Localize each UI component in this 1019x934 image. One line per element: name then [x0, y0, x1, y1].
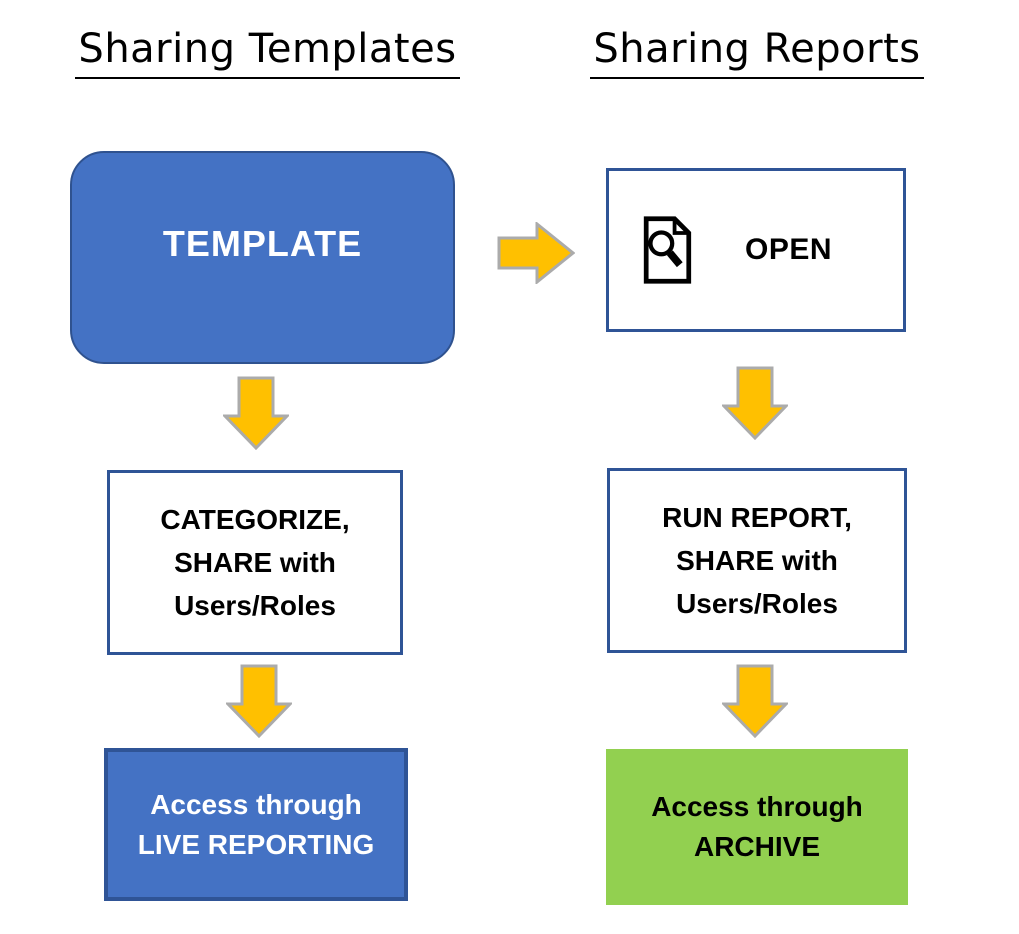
access-archive-line-2: ARCHIVE	[693, 831, 820, 862]
down-arrow-icon	[226, 664, 292, 738]
template-label: TEMPLATE	[162, 223, 363, 264]
run-report-line-2: SHARE with	[676, 545, 838, 576]
down-arrow-icon	[223, 376, 289, 450]
left-column-title-text: Sharing Templates	[75, 26, 460, 79]
left-column-title: Sharing Templates	[60, 26, 475, 79]
access-live-line-1: Access through	[150, 788, 362, 820]
down-arrow-icon	[722, 664, 788, 738]
document-search-icon	[643, 216, 692, 284]
right-column-title-text: Sharing Reports	[590, 26, 924, 79]
access-archive-node: Access through ARCHIVE	[606, 749, 908, 905]
access-archive-line-1: Access through	[651, 791, 863, 822]
right-arrow-icon	[497, 222, 575, 284]
access-live-reporting-node: Access through LIVE REPORTING	[104, 748, 408, 901]
template-node: TEMPLATE	[70, 151, 455, 364]
open-label: OPEN	[745, 233, 833, 266]
run-report-share-node: RUN REPORT, SHARE with Users/Roles	[607, 468, 907, 653]
down-arrow-icon	[722, 366, 788, 440]
run-report-line-3: Users/Roles	[676, 588, 838, 619]
run-report-line-1: RUN REPORT,	[662, 502, 852, 533]
categorize-share-node: CATEGORIZE, SHARE with Users/Roles	[107, 470, 403, 655]
access-live-line-2: LIVE REPORTING	[137, 828, 375, 860]
open-node: OPEN	[606, 168, 906, 332]
categorize-line-3: Users/Roles	[174, 590, 336, 621]
categorize-line-1: CATEGORIZE,	[160, 504, 350, 535]
right-column-title: Sharing Reports	[562, 26, 952, 79]
categorize-line-2: SHARE with	[174, 547, 336, 578]
